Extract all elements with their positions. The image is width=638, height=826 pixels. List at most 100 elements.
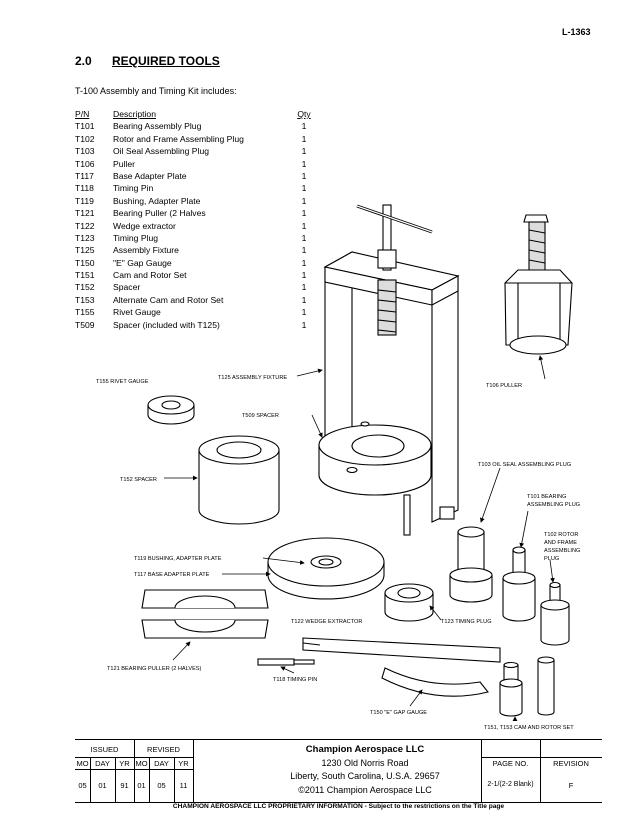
rotor-frame-plug-drawing [540, 581, 570, 646]
description: Bearing Puller (2 Halves [113, 208, 206, 219]
part-number: T125 [75, 245, 95, 256]
part-number: T118 [75, 183, 94, 194]
label-puller: T106 PULLER [486, 383, 522, 389]
revised-yr-label: YR [178, 759, 189, 768]
part-number: T122 [75, 220, 95, 231]
quantity: 1 [301, 121, 307, 132]
revised-day-label: DAY [154, 759, 169, 768]
revised-day-value: 05 [157, 781, 166, 790]
label-bushing: T119 BUSHING, ADAPTER PLATE [134, 556, 222, 562]
description: "E" Gap Gauge [113, 257, 172, 268]
part-number: T121 [75, 208, 95, 219]
section-number: 2.0 [75, 54, 92, 68]
description: Oil Seal Assembling Plug [113, 146, 210, 157]
label-spacer-t509: T509 SPACER [242, 413, 279, 419]
issued-mo-label: MO [76, 759, 89, 768]
revised-label: REVISED [147, 745, 180, 754]
timing-plug-drawing [384, 583, 434, 622]
description: Wedge extractor [113, 220, 176, 231]
description: Puller [113, 158, 135, 169]
quantity: 1 [301, 257, 307, 268]
rivet-gauge-drawing [147, 395, 195, 425]
page-no-label: PAGE NO. [492, 759, 529, 768]
puller-drawing [504, 214, 573, 355]
description: Alternate Cam and Rotor Set [113, 294, 224, 305]
description: Spacer (included with T125) [113, 319, 220, 330]
revision-label: REVISION [553, 759, 589, 768]
timing-pin-drawing [257, 658, 315, 666]
part-number: T117 [75, 170, 94, 181]
quantity: 1 [301, 307, 307, 318]
description: Cam and Rotor Set [113, 270, 187, 281]
bearing-plug-drawing [502, 546, 536, 622]
description: Bushing, Adapter Plate [113, 195, 201, 206]
description: Spacer [113, 282, 141, 293]
quantity: 1 [301, 133, 307, 144]
issued-day-value: 01 [98, 781, 107, 790]
assembly-fixture-drawing [318, 204, 460, 536]
section-title: REQUIRED TOOLS [112, 54, 220, 68]
quantity: 1 [301, 245, 307, 256]
quantity: 1 [301, 146, 307, 157]
description: Base Adapter Plate [113, 170, 187, 181]
description: Timing Plug [113, 232, 159, 243]
part-number: T509 [75, 319, 95, 330]
label-spacer-t152: T152 SPACER [120, 477, 157, 483]
label-rotor-plug-line2: AND FRAME [544, 540, 577, 546]
quantity: 1 [301, 195, 307, 206]
kit-intro-text: T-100 Assembly and Timing Kit includes: [75, 86, 237, 96]
part-number: T151 [75, 270, 95, 281]
quantity: 1 [301, 319, 307, 330]
issued-mo-value: 05 [78, 781, 87, 790]
title-block: ISSUED REVISED MO DAY YR MO DAY YR 05 01… [75, 739, 602, 803]
spacer-drawing [198, 435, 280, 525]
header-pn: P/N [75, 109, 90, 119]
label-assembly-fixture: T125 ASSEMBLY FIXTURE [218, 375, 287, 381]
quantity: 1 [301, 294, 307, 305]
document-number: L-1363 [562, 27, 591, 37]
part-number: T101 [75, 121, 95, 132]
base-adapter-plate-drawing [267, 537, 385, 600]
issued-day-label: DAY [95, 759, 110, 768]
description: Rotor and Frame Assembling Plug [113, 133, 244, 144]
part-number: T106 [75, 158, 95, 169]
quantity: 1 [301, 270, 307, 281]
label-base-adapter-plate: T117 BASE ADAPTER PLATE [134, 572, 210, 578]
header-description: Description [113, 109, 156, 119]
revision-value: F [568, 781, 574, 790]
issued-label: ISSUED [90, 745, 119, 754]
quantity: 1 [301, 220, 307, 231]
page-no-value: 2-1/(2-2 Blank) [487, 781, 534, 788]
label-rotor-plug-line1: T102 ROTOR [544, 532, 578, 538]
quantity: 1 [301, 208, 307, 219]
label-wedge-extractor: T122 WEDGE EXTRACTOR [291, 619, 362, 625]
quantity: 1 [301, 282, 307, 293]
label-timing-pin: T118 TIMING PIN [273, 677, 317, 683]
description: Bearing Assembly Plug [113, 121, 202, 132]
part-number: T102 [75, 133, 95, 144]
description: Timing Pin [113, 183, 154, 194]
header-qty: Qty [297, 109, 311, 119]
e-gap-gauge-drawing [381, 667, 489, 697]
address-line-1: 1230 Old Norris Road [321, 758, 409, 768]
issued-yr-value: 91 [120, 781, 129, 790]
label-bearing-plug-line2: ASSEMBLING PLUG [527, 502, 580, 508]
quantity: 1 [301, 232, 307, 243]
label-timing-plug: T123 TIMING PLUG [441, 619, 492, 625]
oil-seal-plug-drawing [449, 526, 493, 603]
tools-illustration: T125 ASSEMBLY FIXTURE T155 RIVET GAUGE T… [96, 204, 580, 731]
quantity: 1 [301, 158, 307, 169]
part-number: T152 [75, 282, 95, 293]
revised-mo-value: 01 [137, 781, 146, 790]
label-rotor-plug-line4: PLUG [544, 556, 559, 562]
part-number: T123 [75, 232, 95, 243]
label-oil-seal-plug: T103 OIL SEAL ASSEMBLING PLUG [478, 462, 571, 468]
description: Assembly Fixture [113, 245, 179, 256]
quantity: 1 [301, 170, 307, 181]
revised-mo-label: MO [135, 759, 148, 768]
copyright: ©2011 Champion Aerospace LLC [298, 785, 432, 795]
label-rivet-gauge: T155 RIVET GAUGE [96, 379, 149, 385]
part-number: T103 [75, 146, 95, 157]
description: Rivet Gauge [113, 307, 161, 318]
label-rotor-plug-line3: ASSEMBLING [544, 548, 580, 554]
